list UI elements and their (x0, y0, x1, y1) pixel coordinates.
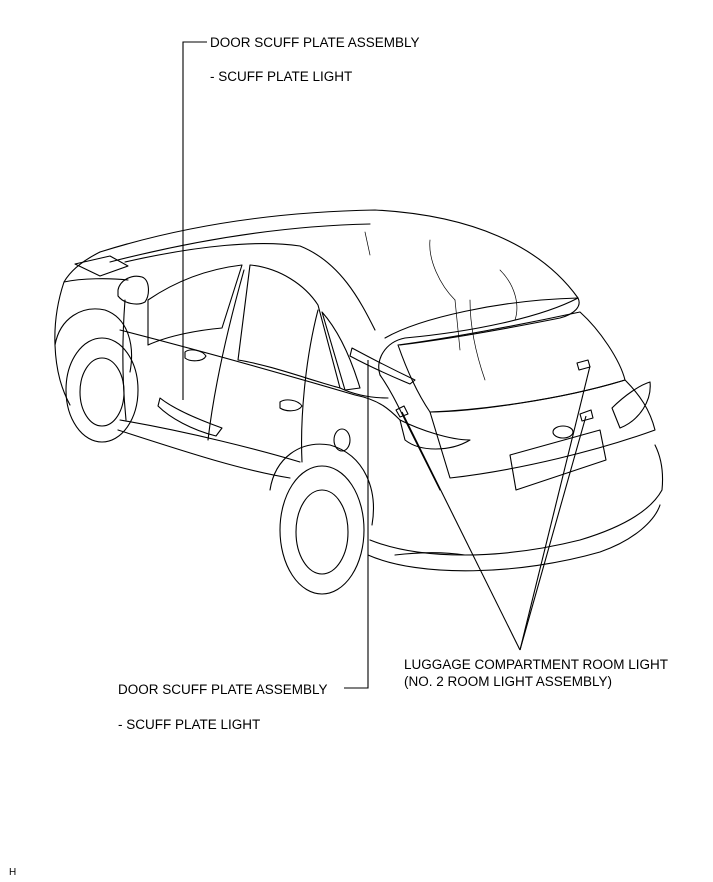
door-split-2 (207, 269, 245, 441)
front-rim (79, 357, 125, 427)
emblem (552, 425, 574, 439)
front-tire (65, 337, 139, 443)
lamp-marker-2 (576, 359, 591, 371)
leader-right-2 (519, 415, 587, 651)
tail-light-left (399, 419, 471, 450)
leader-bottom-left (344, 360, 369, 689)
bottom-left-sub-label: - SCUFF PLATE LIGHT (118, 717, 261, 732)
interior-line (364, 231, 486, 381)
right-label-line1: LUGGAGE COMPARTMENT ROOM LIGHT (404, 657, 669, 672)
roof-rack-line (109, 223, 371, 263)
quarter-window (321, 311, 361, 391)
license-recess (509, 429, 607, 491)
lamp-marker-3 (579, 409, 594, 422)
fuel-door (333, 428, 351, 452)
top-left-title-label: DOOR SCUFF PLATE ASSEMBLY (210, 35, 420, 50)
front-door-handle (184, 349, 207, 362)
lamp-marker-1 (395, 405, 409, 418)
rear-quarter (379, 374, 441, 491)
leader-right-3 (519, 365, 591, 651)
rear-door-handle (279, 399, 303, 412)
rear-scuff-plate (349, 347, 416, 385)
front-light (74, 255, 129, 277)
tail-light-right (611, 381, 651, 429)
front-scuff-plate (157, 397, 223, 437)
rear-window (237, 264, 341, 389)
side-mirror (117, 275, 149, 305)
front-window (147, 264, 243, 346)
door-split-1 (122, 299, 127, 421)
rear-rim (295, 489, 349, 575)
tailgate-outline (429, 379, 656, 479)
headrest-1 (429, 239, 456, 301)
headrest-2 (499, 269, 518, 321)
rear-spoiler (384, 297, 580, 346)
belt-line (119, 329, 401, 421)
leader-top-left (182, 41, 207, 400)
hood-outline (54, 251, 101, 406)
front-fender (63, 278, 129, 283)
door-split-3 (301, 309, 319, 463)
rear-tire (279, 465, 365, 595)
roof-outline (99, 209, 579, 376)
front-wheel-arch (54, 308, 133, 373)
rear-bumper (369, 444, 664, 556)
bumper-lower (367, 504, 661, 572)
top-left-sub-label: - SCUFF PLATE LIGHT (210, 69, 353, 84)
rear-door-window-frame (339, 387, 389, 399)
rear-reflector (394, 552, 466, 556)
right-label-line2: (NO. 2 ROOM LIGHT ASSEMBLY) (404, 674, 613, 689)
rocker (117, 429, 291, 479)
rear-wheel-arch (269, 443, 374, 526)
roofline-inner (124, 243, 376, 331)
leader-right-1 (401, 411, 521, 651)
door-bottom (119, 419, 301, 463)
bottom-left-title-label: DOOR SCUFF PLATE ASSEMBLY (118, 682, 328, 697)
corner-mark: H (9, 867, 17, 878)
